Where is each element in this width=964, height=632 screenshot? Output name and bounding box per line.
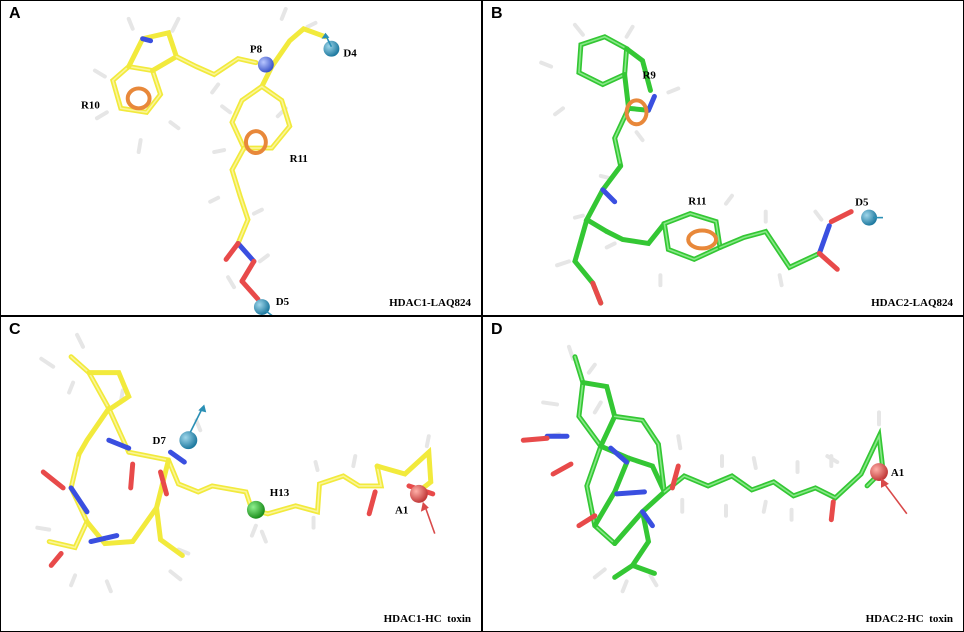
acceptor-vector-a1 [882, 481, 908, 515]
panel-d: A1 D HDAC2-HC toxin [482, 316, 964, 632]
arrowhead-icon [880, 477, 889, 488]
oxygen-bond [828, 209, 854, 225]
aromatic-ring-r9 [624, 98, 649, 127]
hydrogens [541, 344, 881, 594]
positive-feature-p8 [257, 56, 274, 73]
panel-label: B [491, 5, 503, 22]
panel-label: A [9, 5, 21, 22]
oxygen-bond [48, 551, 64, 568]
oxygen-bond [223, 240, 241, 262]
aromatic-ring-r10 [125, 86, 152, 111]
donor-vector-d5 [265, 310, 273, 315]
arrowhead-icon [420, 501, 429, 512]
panel-caption: HDAC1-HC toxin [383, 613, 471, 625]
aromatic-ring-r11 [243, 129, 268, 156]
panel-a-molecule: R10 R11 P8 D4 D5 [81, 6, 357, 315]
nitrogen-bond [645, 93, 657, 113]
panel-caption: HDAC1-LAQ824 [389, 297, 471, 309]
skeleton [572, 354, 886, 580]
panel-b: R9 R11 D5 B HDAC2-LAQ824 [482, 0, 964, 316]
label-a1: A1 [395, 505, 408, 517]
label-h13: H13 [270, 487, 290, 499]
acceptor-feature-a1 [409, 484, 428, 503]
label-p8: P8 [250, 44, 263, 56]
panel-a: R10 R11 P8 D4 D5 A HDAC1-LAQ824 [0, 0, 482, 316]
oxygen-bond [828, 499, 836, 523]
donor-feature-d4 [323, 40, 340, 57]
acceptor-vector-a1 [424, 505, 436, 534]
hydrogens [539, 22, 824, 288]
oxygen-bond [128, 461, 136, 491]
oxygen-bond [40, 469, 66, 491]
oxygen-bond [520, 435, 550, 443]
hydrophobic-feature-h13 [246, 500, 265, 519]
panel-d-molecule: A1 [520, 344, 908, 594]
oxygen-bond [816, 250, 840, 272]
acceptor-feature-a1 [870, 463, 888, 481]
nitrogen-bond [88, 533, 120, 545]
oxygen-bond [239, 278, 261, 302]
donor-feature-d5 [861, 209, 878, 226]
skeleton [109, 25, 328, 246]
oxygen-bond [590, 280, 604, 306]
donor-feature-d7 [179, 431, 198, 450]
oxygen-bond [158, 469, 169, 497]
nitrogen-bond [106, 437, 132, 451]
donor-vector-d7 [189, 408, 203, 433]
label-r11: R11 [290, 153, 308, 165]
oxygen-bond [669, 463, 681, 491]
panel-caption: HDAC2-HC toxin [865, 613, 953, 625]
label-d7: D7 [153, 435, 167, 447]
nitrogen-bond [816, 223, 832, 256]
skeleton [46, 354, 434, 558]
label-r9: R9 [643, 70, 657, 82]
panel-label: D [491, 321, 503, 338]
panel-caption: HDAC2-LAQ824 [871, 297, 953, 309]
panel-c: D7 H13 A1 C HDAC1-HC toxin [0, 316, 482, 632]
arrowhead-icon [321, 32, 330, 39]
oxygen-bond [576, 513, 598, 529]
nitrogen-bond [614, 489, 647, 497]
label-r10: R10 [81, 99, 100, 111]
nitrogen-bond [608, 445, 630, 465]
nitrogen-bond [167, 449, 187, 465]
label-d4: D4 [343, 48, 357, 60]
label-r11: R11 [688, 196, 706, 208]
oxygen-bond [239, 258, 257, 284]
nitrogen-bond [640, 509, 655, 529]
nitrogen-bond [600, 187, 618, 205]
panel-label: C [9, 321, 21, 338]
label-d5: D5 [276, 296, 290, 308]
panel-b-molecule: R9 R11 D5 [539, 22, 883, 306]
aromatic-ring-r11 [686, 228, 719, 251]
oxygen-bond [550, 461, 574, 477]
arrowhead-icon [198, 404, 207, 413]
nitrogen-bond [235, 240, 257, 264]
nitrogen-bond [68, 485, 90, 515]
oxygen-bond [366, 489, 378, 517]
label-a1: A1 [891, 467, 904, 479]
panel-c-molecule: D7 H13 A1 [35, 332, 436, 594]
label-d5: D5 [855, 197, 869, 209]
nitrogen-bond [140, 36, 154, 44]
skeleton [572, 34, 822, 306]
